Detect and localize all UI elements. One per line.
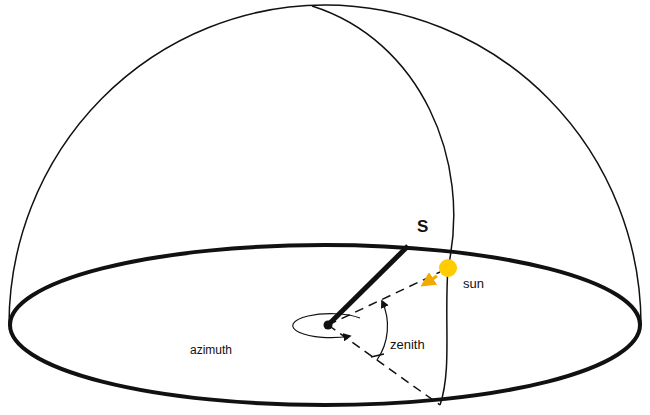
horizon-ellipse <box>10 245 640 405</box>
azimuth-arc <box>293 314 360 338</box>
sun-symbol <box>439 259 457 277</box>
sun-ray-arrow <box>423 276 437 285</box>
dome-outline <box>9 5 641 325</box>
vertical-circle <box>312 6 454 405</box>
sun-direction <box>328 272 440 325</box>
angle-tick <box>371 354 384 357</box>
direction-label: S <box>417 218 428 237</box>
zenith-arc <box>377 301 387 360</box>
sun-label: sun <box>463 277 484 291</box>
south-direction <box>328 246 408 325</box>
azimuth-label: azimuth <box>190 344 232 357</box>
zenith-label: zenith <box>390 338 425 352</box>
observer-point <box>324 321 333 330</box>
